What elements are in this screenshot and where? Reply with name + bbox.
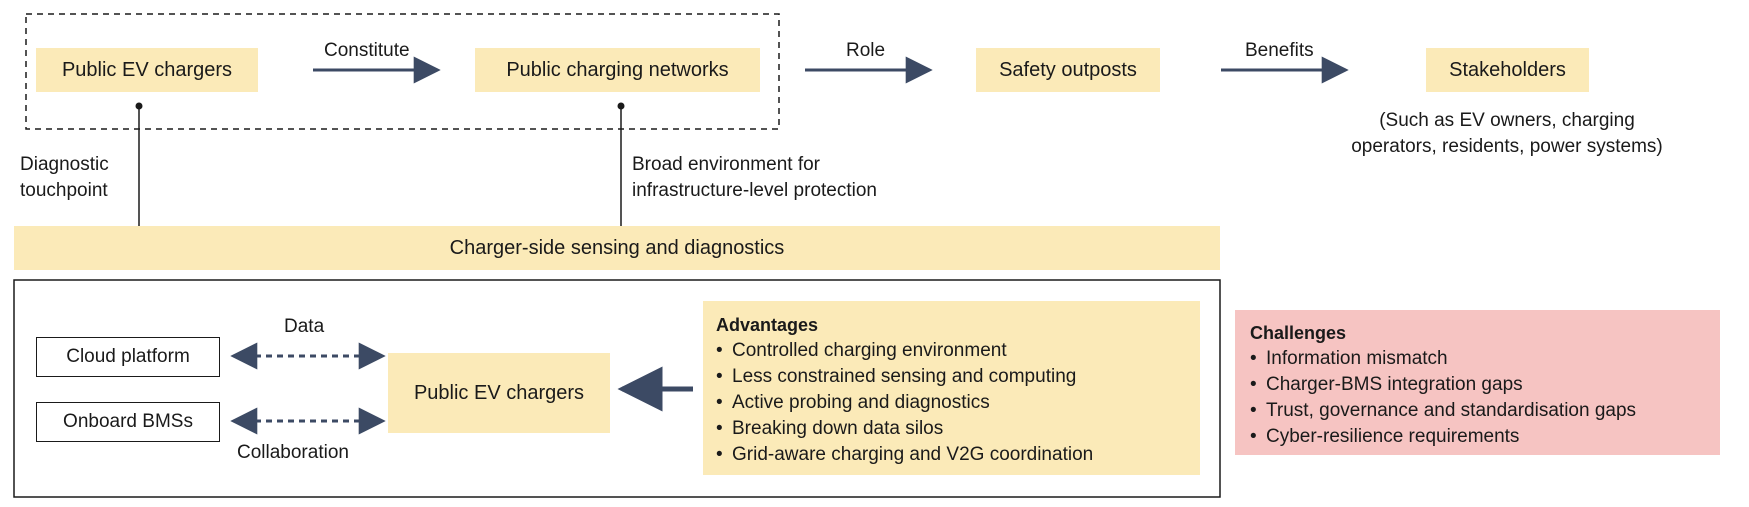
arrow-constitute-label: Constitute xyxy=(324,40,410,61)
advantage-item: Grid-aware charging and V2G coordination xyxy=(716,442,1093,468)
center-public-ev-chargers-label: Public EV chargers xyxy=(413,381,585,404)
charger-side-banner-label: Charger-side sensing and diagnostics xyxy=(449,236,785,259)
challenge-item: Cyber-resilience requirements xyxy=(1250,424,1636,450)
challenge-item: Charger-BMS integration gaps xyxy=(1250,372,1636,398)
onboard-bms-box: Onboard BMSs xyxy=(36,402,220,442)
charger-side-banner: Charger-side sensing and diagnostics xyxy=(14,226,1220,270)
onboard-bms-label: Onboard BMSs xyxy=(63,411,193,432)
arrow-role-label: Role xyxy=(846,40,886,61)
broad-environment-line-2: infrastructure-level protection xyxy=(632,180,877,201)
advantage-item: Active probing and diagnostics xyxy=(716,390,1093,416)
broad-environment-line-1: Broad environment for xyxy=(632,154,820,175)
node-public-ev-chargers: Public EV chargers xyxy=(36,48,258,92)
stakeholders-note-line-2: operators, residents, power systems) xyxy=(1351,136,1663,157)
stakeholders-note-line-1: (Such as EV owners, charging xyxy=(1379,110,1635,131)
node-safety-outposts-label: Safety outposts xyxy=(999,58,1137,81)
advantage-item: Less constrained sensing and computing xyxy=(716,364,1093,390)
node-stakeholders-label: Stakeholders xyxy=(1449,58,1566,81)
node-safety-outposts: Safety outposts xyxy=(976,48,1160,92)
advantage-item: Breaking down data silos xyxy=(716,416,1093,442)
collaboration-label: Collaboration xyxy=(237,442,349,463)
stakeholders-note: (Such as EV owners, charging operators, … xyxy=(1310,108,1704,160)
challenge-item: Information mismatch xyxy=(1250,346,1636,372)
challenges-list: Challenges Information mismatch Charger-… xyxy=(1250,320,1636,450)
diagnostic-touchpoint-line-1: Diagnostic xyxy=(20,154,109,175)
data-label: Data xyxy=(284,316,325,337)
broad-environment-label: Broad environment for infrastructure-lev… xyxy=(632,152,877,204)
arrow-benefits-label: Benefits xyxy=(1245,40,1314,61)
advantages-title: Advantages xyxy=(716,315,819,335)
center-public-ev-chargers: Public EV chargers xyxy=(388,353,610,433)
node-stakeholders: Stakeholders xyxy=(1426,48,1589,92)
advantages-list: Advantages Controlled charging environme… xyxy=(716,312,1093,468)
diagnostic-touchpoint-label: Diagnostic touchpoint xyxy=(20,152,109,204)
cloud-platform-box: Cloud platform xyxy=(36,337,220,377)
node-public-charging-networks-label: Public charging networks xyxy=(506,58,729,81)
challenge-item: Trust, governance and standardisation ga… xyxy=(1250,398,1636,424)
node-public-ev-chargers-label: Public EV chargers xyxy=(61,58,233,81)
challenges-title: Challenges xyxy=(1250,323,1347,343)
node-public-charging-networks: Public charging networks xyxy=(475,48,760,92)
diagnostic-touchpoint-line-2: touchpoint xyxy=(20,180,108,201)
cloud-platform-label: Cloud platform xyxy=(66,346,190,367)
advantage-item: Controlled charging environment xyxy=(716,338,1093,364)
